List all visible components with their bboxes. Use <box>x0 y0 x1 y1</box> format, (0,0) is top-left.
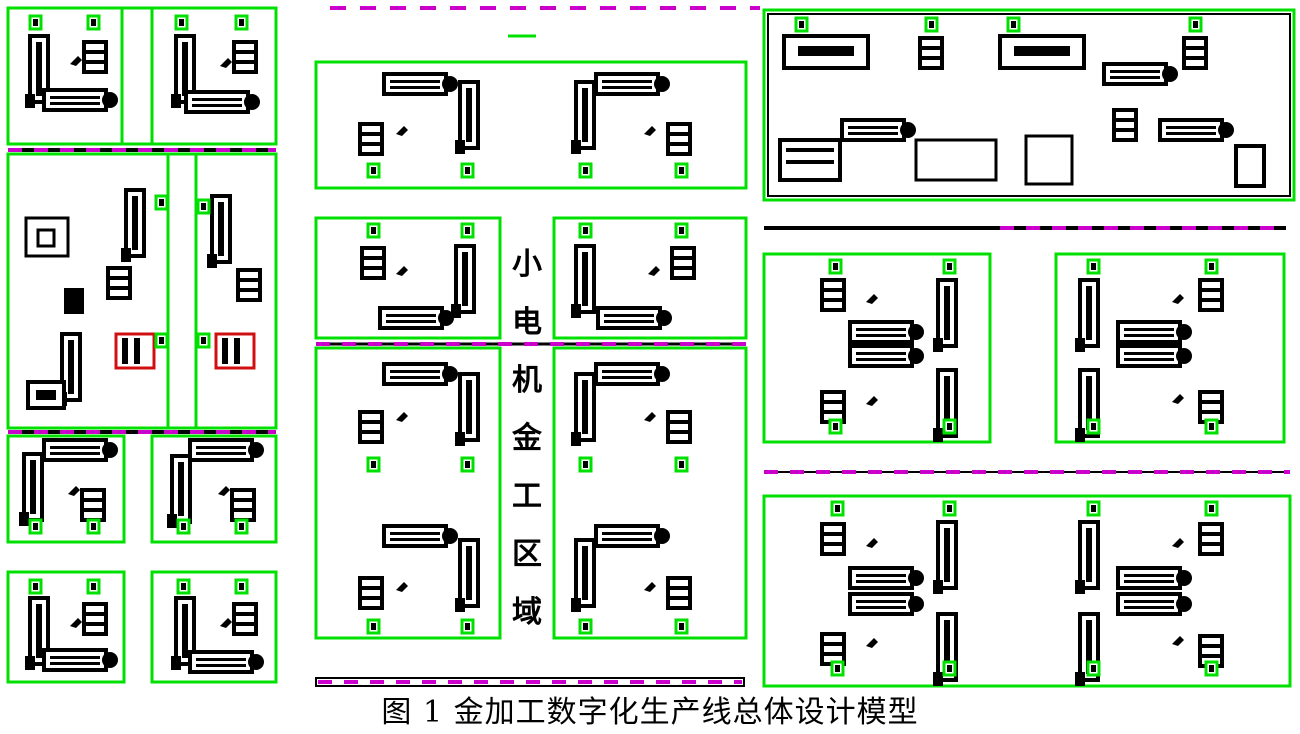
left-column <box>6 6 278 684</box>
zone-label-char: 区 <box>512 537 542 572</box>
zone-label-char: 金 <box>512 421 542 456</box>
figure-caption: 图 1 金加工数字化生产线总体设计模型 <box>381 695 919 730</box>
zone-label-char: 工 <box>512 479 542 514</box>
middle-column <box>314 6 760 687</box>
zone-label-vertical: 小 电 机 金 工 区 域 <box>507 236 547 642</box>
factory-layout-diagram <box>6 6 1296 688</box>
zone-label-char: 域 <box>512 595 542 630</box>
zone-label-char: 电 <box>512 305 542 340</box>
zone-label-char: 小 <box>512 247 542 282</box>
right-column <box>762 8 1296 688</box>
zone-label-char: 机 <box>512 363 542 398</box>
